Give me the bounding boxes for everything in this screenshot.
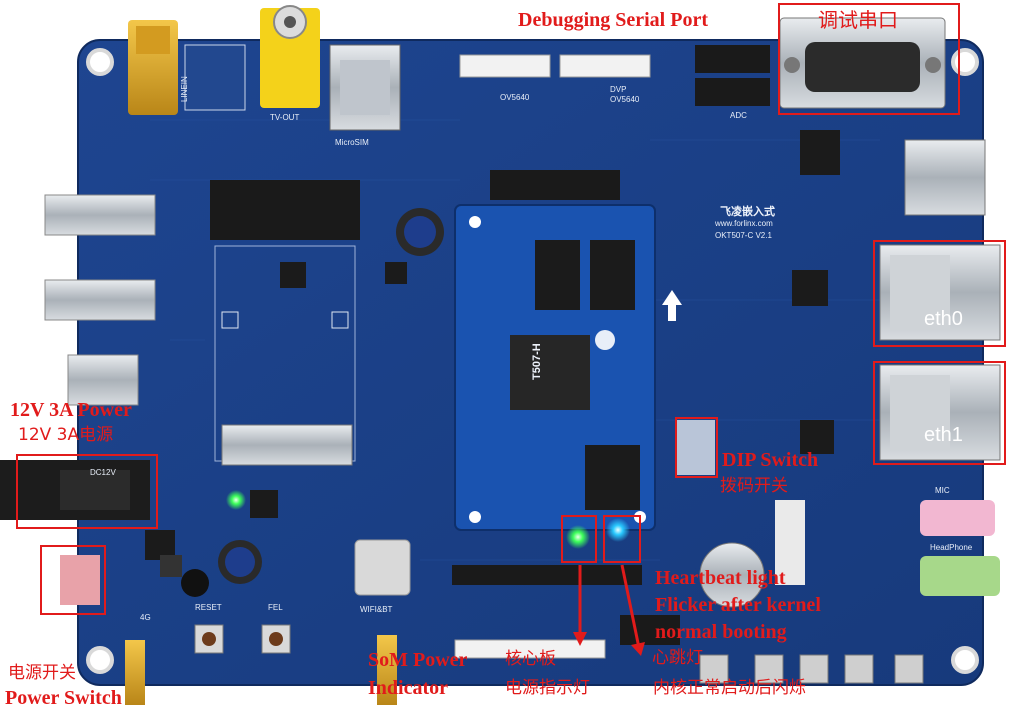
dip-switch-label-en: DIP Switch xyxy=(722,449,819,471)
svg-text:www.forlinx.com: www.forlinx.com xyxy=(714,219,773,228)
ram-chip xyxy=(535,240,580,310)
svg-text:ADC: ADC xyxy=(730,111,747,120)
fpc-connector xyxy=(559,54,651,78)
soc-chip xyxy=(510,335,590,410)
svg-text:MIC: MIC xyxy=(935,486,950,495)
svg-text:4G: 4G xyxy=(140,613,151,622)
mount-hole xyxy=(86,646,114,674)
antenna-wifi xyxy=(377,635,397,705)
som-power-label-cn-2: 电源指示灯 xyxy=(505,678,590,698)
debug-port-label-en: Debugging Serial Port xyxy=(518,9,708,31)
minipcie-slot xyxy=(210,180,360,240)
heartbeat-label-en-3: normal booting xyxy=(655,621,787,643)
wifi-bt-module xyxy=(354,539,411,596)
rtc-battery xyxy=(699,542,765,608)
pin-header xyxy=(695,78,770,106)
power-switch-body xyxy=(60,555,100,605)
heartbeat-label-en-1: Heartbeat light xyxy=(655,567,786,589)
heartbeat-led-highlight xyxy=(603,515,641,563)
dip-switch-body xyxy=(677,420,715,475)
power-label-en: 12V 3A Power xyxy=(10,399,132,421)
mic-jack xyxy=(920,500,995,536)
heartbeat-label-en-2: Flicker after kernel xyxy=(655,594,821,616)
tv-out-jack xyxy=(260,8,320,108)
som-power-label-en-1: SoM Power xyxy=(368,649,468,671)
svg-text:DVP: DVP xyxy=(610,85,626,94)
svg-text:OKT507-C V2.1: OKT507-C V2.1 xyxy=(715,231,772,240)
sd-slot xyxy=(904,139,986,216)
usb-port xyxy=(44,194,156,236)
key-button xyxy=(799,654,829,684)
svg-text:飞凌嵌入式: 飞凌嵌入式 xyxy=(720,204,775,218)
svg-text:TV-OUT: TV-OUT xyxy=(270,113,299,122)
green-led-left xyxy=(226,490,246,510)
svg-text:T507-H: T507-H xyxy=(531,343,543,380)
mount-hole xyxy=(951,646,979,674)
svg-text:LINEIN: LINEIN xyxy=(180,76,189,102)
dip-switch-label-cn: 拨码开关 xyxy=(720,476,788,496)
key-button xyxy=(844,654,874,684)
svg-text:OV5640: OV5640 xyxy=(610,95,640,104)
svg-text:FEL: FEL xyxy=(268,603,283,612)
eth0-label: eth0 xyxy=(924,308,963,330)
key-button xyxy=(699,654,729,684)
fpc-bottom xyxy=(454,639,606,659)
svg-text:HeadPhone: HeadPhone xyxy=(930,543,973,552)
power-switch-highlight xyxy=(40,545,106,615)
svg-text:RESET: RESET xyxy=(195,603,222,612)
antenna-4g xyxy=(125,640,145,705)
key-button xyxy=(894,654,924,684)
pin-header-bottom xyxy=(452,565,642,585)
som-power-label-en-2: Indicator xyxy=(368,677,448,699)
power-jack-highlight xyxy=(16,454,158,529)
debug-port-label-cn: 调试串口 xyxy=(818,8,898,32)
fpc-connector xyxy=(459,54,551,78)
svg-text:OV5640: OV5640 xyxy=(500,93,530,102)
svg-text:MicroSIM: MicroSIM xyxy=(335,138,369,147)
eth0-highlight xyxy=(873,240,1006,347)
eth1-highlight xyxy=(873,361,1006,465)
som-power-led xyxy=(566,525,590,549)
svg-text:DC12V: DC12V xyxy=(90,468,116,477)
power-label-cn: 12V 3A电源 xyxy=(18,425,114,445)
power-switch-label-cn: 电源开关 xyxy=(8,663,76,683)
hdmi-port xyxy=(67,354,139,406)
key-button xyxy=(754,654,784,684)
heartbeat-label-cn-1: 心跳灯 xyxy=(652,648,703,668)
usb-port xyxy=(44,279,156,321)
debug-port-highlight xyxy=(778,3,960,115)
som-power-led-highlight xyxy=(561,515,597,563)
heartbeat-label-cn-2: 内核正常启动后闪烁 xyxy=(653,678,806,698)
emmc-chip xyxy=(585,445,640,510)
eth1-label: eth1 xyxy=(924,424,963,446)
ram-chip xyxy=(590,240,635,310)
gpio-header xyxy=(490,170,620,200)
svg-text:WIFI&BT: WIFI&BT xyxy=(360,605,393,614)
heartbeat-led xyxy=(606,518,630,542)
dip-switch-highlight xyxy=(675,417,718,478)
mount-hole xyxy=(86,48,114,76)
headphone-jack xyxy=(920,556,1000,596)
card-latch xyxy=(221,424,353,466)
power-switch-label-en: Power Switch xyxy=(5,687,122,709)
som-power-label-cn-1: 核心板 xyxy=(505,649,556,669)
pin-header xyxy=(695,45,770,73)
